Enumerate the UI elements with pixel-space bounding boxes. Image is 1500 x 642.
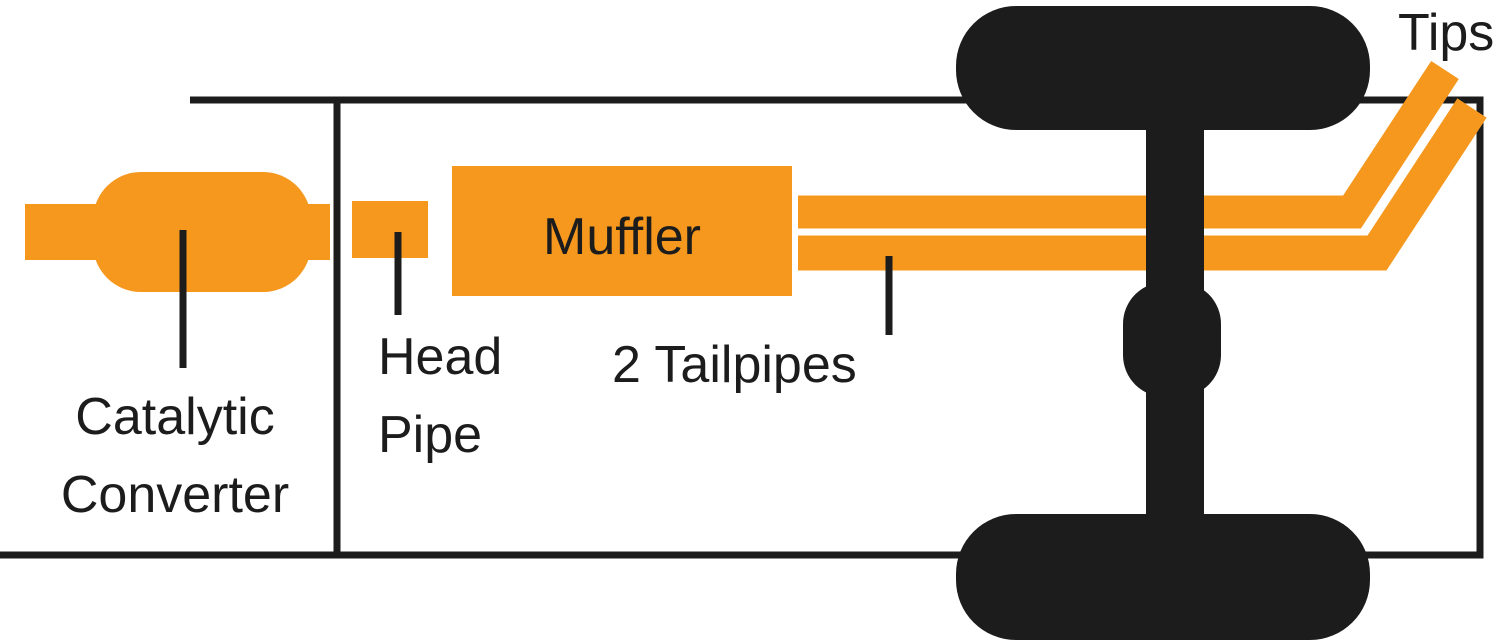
head-pipe-label-line1: Head [378,328,502,386]
axle-differential [1123,282,1221,397]
catalytic-converter-label-line2: Converter [61,466,289,524]
upper-tailpipe [798,60,1459,229]
muffler-label: Muffler [543,208,701,266]
vehicle-frame-outline [0,96,1484,559]
catalytic-converter-label-line1: Catalytic [75,388,274,446]
head-pipe-shape [352,201,428,258]
rear-wheel-bottom [956,514,1370,640]
catalytic-converter-body [93,172,311,292]
tailpipes-label: 2 Tailpipes [612,336,857,394]
lower-tailpipe [798,98,1487,271]
rear-wheel-top [956,6,1370,130]
muffler-body [452,166,792,296]
tips-label: Tips [1398,4,1494,62]
head-pipe-label-line2: Pipe [378,406,482,464]
